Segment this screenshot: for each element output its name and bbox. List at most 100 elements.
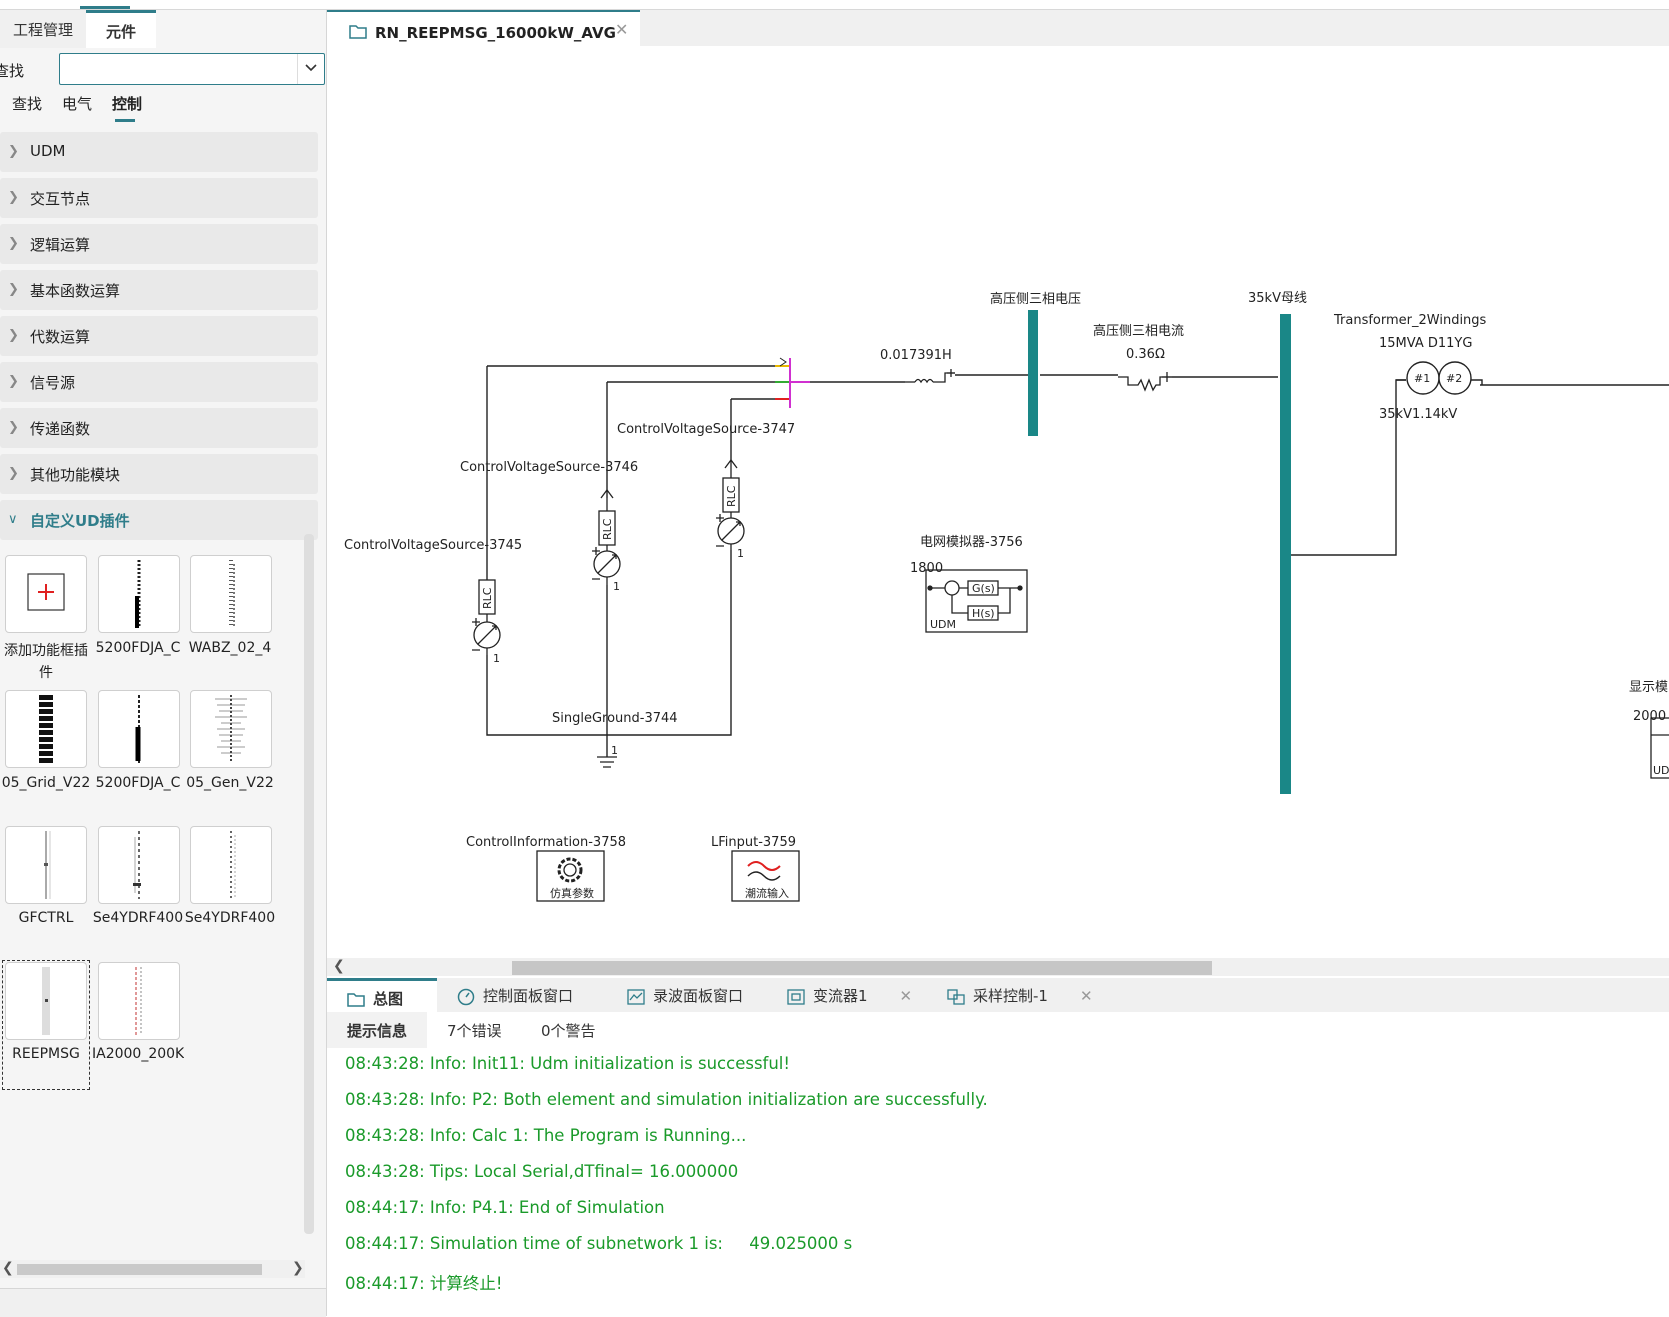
chevron-right-icon: ❯ xyxy=(8,328,19,343)
label-hv-voltage: 高压侧三相电压 xyxy=(990,291,1081,307)
search-dropdown-button[interactable] xyxy=(297,54,324,84)
plugin-tile-label: IA2000_200K xyxy=(92,1046,184,1062)
plugin-tile-add[interactable] xyxy=(5,555,87,633)
plugin-tile[interactable] xyxy=(98,826,180,904)
tab-info-messages[interactable]: 提示信息 xyxy=(327,1012,427,1048)
plugin-thumbnail-icon xyxy=(133,831,141,899)
category-tab-control[interactable]: 控制 xyxy=(112,95,143,113)
resistor xyxy=(1118,372,1172,392)
active-menu-indicator xyxy=(80,6,130,9)
plugin-tile[interactable] xyxy=(98,962,180,1040)
plugin-tile-label: 添加功能框插件 xyxy=(4,643,88,681)
plugin-tile[interactable] xyxy=(98,690,180,768)
plugin-thumbnail-icon xyxy=(36,695,56,763)
plugin-tile[interactable] xyxy=(190,826,272,904)
sampling-control-icon xyxy=(947,988,965,1005)
close-icon[interactable]: ✕ xyxy=(1079,987,1093,1005)
chevron-right-icon: ❯ xyxy=(8,236,19,251)
tab-project-management[interactable]: 工程管理 xyxy=(0,10,86,48)
display-block xyxy=(1650,717,1669,779)
label-grid-sim-value: 1800 xyxy=(910,561,943,576)
label-cvs-3745: ControlVoltageSource-3745 xyxy=(344,538,522,553)
category-logic-ops[interactable]: ❯逻辑运算 xyxy=(0,224,318,264)
plugin-tile-label: Se4YDRF400 xyxy=(184,910,276,926)
category-interaction-nodes[interactable]: ❯交互节点 xyxy=(0,178,318,218)
circuit-diagram: 高压侧三相电压 35kV母线 Transformer_2Windings 15M… xyxy=(344,291,1669,902)
folder-icon xyxy=(349,25,367,39)
category-other-modules[interactable]: ❯其他功能模块 xyxy=(0,454,318,494)
label-udm: UDM xyxy=(930,618,956,631)
menu-bar xyxy=(0,0,1669,10)
label-transformer: Transformer_2Windings xyxy=(1333,313,1487,328)
tab-overview[interactable]: 总图 xyxy=(327,978,437,1012)
label-udm-display: UDM xyxy=(1653,764,1669,777)
folder-icon xyxy=(347,993,365,1007)
tab-components[interactable]: 元件 xyxy=(86,10,156,48)
bottom-tab-bar: 总图 控制面板窗口 录波面板窗口 变流器1✕ 采样控制-1✕ xyxy=(327,978,1669,1013)
category-signal-sources[interactable]: ❯信号源 xyxy=(0,362,318,402)
document-tab-title: RN_REEPMSG_16000kW_AVG xyxy=(375,24,616,42)
control-voltage-source-3746 xyxy=(592,488,621,585)
plugin-tile-selected[interactable] xyxy=(5,962,87,1040)
canvas-horizontal-scrollbar[interactable]: ❮ xyxy=(327,958,1669,976)
scroll-left-arrow-icon[interactable]: ❮ xyxy=(333,958,345,974)
label-winding-2: #2 xyxy=(1446,372,1462,385)
vertical-scrollbar[interactable] xyxy=(304,534,314,1234)
category-basic-functions[interactable]: ❯基本函数运算 xyxy=(0,270,318,310)
log-line: 08:43:28: Info: P2: Both element and sim… xyxy=(345,1090,988,1109)
scroll-left-arrow-icon[interactable]: ❮ xyxy=(2,1260,14,1276)
log-line: 08:43:28: Tips: Local Serial,dTfinal= 16… xyxy=(345,1162,739,1181)
close-icon[interactable]: ✕ xyxy=(615,20,629,39)
label-pin: 1 xyxy=(493,652,500,665)
converter-icon xyxy=(787,988,805,1005)
category-tab-search[interactable]: 查找 xyxy=(12,95,43,113)
scrollbar-thumb[interactable] xyxy=(17,1264,262,1275)
tab-waveform-panel[interactable]: 录波面板窗口 xyxy=(607,978,743,1012)
label-hs: H(s) xyxy=(972,607,995,620)
scroll-right-arrow-icon[interactable]: ❯ xyxy=(292,1260,304,1276)
label-cvs-3747: ControlVoltageSource-3747 xyxy=(617,422,795,437)
plugin-tile[interactable] xyxy=(5,826,87,904)
horizontal-scrollbar[interactable]: ❮ ❯ xyxy=(0,1260,305,1278)
tab-sampling-control-1[interactable]: 采样控制-1✕ xyxy=(927,978,1093,1012)
label-pin: 1 xyxy=(737,547,744,560)
plugin-tile[interactable] xyxy=(190,555,272,633)
category-algebra[interactable]: ❯代数运算 xyxy=(0,316,318,356)
label-pin: 1 xyxy=(611,744,618,757)
document-tab[interactable]: RN_REEPMSG_16000kW_AVG ✕ xyxy=(327,10,640,50)
chevron-right-icon: ❯ xyxy=(8,282,19,297)
waveform-icon xyxy=(627,988,645,1005)
label-loadflow-input: 潮流输入 xyxy=(745,886,789,900)
close-icon[interactable]: ✕ xyxy=(899,987,913,1005)
log-line: 08:44:17: 计算终止! xyxy=(345,1274,503,1293)
label-lf-input: LFinput-3759 xyxy=(711,835,796,850)
component-panel: 工程管理 元件 查找 查找 电气 控制 ❯UDM ❯交互节点 ❯逻辑运算 ❯基本… xyxy=(0,10,327,1316)
category-tab-electrical[interactable]: 电气 xyxy=(62,95,93,113)
label-pin: 1 xyxy=(613,580,620,593)
tab-warnings[interactable]: 0个警告 xyxy=(541,1022,596,1040)
chevron-down-icon xyxy=(305,64,317,72)
tab-control-panel[interactable]: 控制面板窗口 xyxy=(437,978,573,1012)
category-udm[interactable]: ❯UDM xyxy=(0,132,318,172)
diagram-canvas[interactable]: 高压侧三相电压 35kV母线 Transformer_2Windings 15M… xyxy=(327,48,1669,958)
plugin-tile-label: 05_Grid_V22 xyxy=(1,775,91,791)
gauge-icon xyxy=(457,988,475,1005)
category-transfer-functions[interactable]: ❯传递函数 xyxy=(0,408,318,448)
lf-input-block xyxy=(731,850,800,902)
plugin-tile-label: WABZ_02_4 xyxy=(188,640,272,656)
plugin-tile-label: 5200FDJA_C xyxy=(95,640,181,656)
category-custom-ud-plugins[interactable]: ∨自定义UD插件 xyxy=(0,500,318,540)
label-ground: SingleGround-3744 xyxy=(552,711,678,726)
label-grid-simulator: 电网模拟器-3756 xyxy=(920,535,1023,550)
plugin-tile[interactable] xyxy=(5,690,87,768)
label-transformer-rating: 15MVA D11YG xyxy=(1379,336,1472,351)
tab-converter-1[interactable]: 变流器1✕ xyxy=(767,978,912,1012)
tab-errors[interactable]: 7个错误 xyxy=(447,1022,502,1040)
scrollbar-thumb[interactable] xyxy=(512,961,1212,975)
search-input[interactable] xyxy=(59,53,325,85)
log-line: 08:43:28: Info: Init11: Udm initializati… xyxy=(345,1054,791,1073)
message-tab-bar: 提示信息 7个错误 0个警告 xyxy=(327,1012,1669,1048)
plugin-tile[interactable] xyxy=(98,555,180,633)
plugin-tile[interactable] xyxy=(190,690,272,768)
plugin-thumbnail-icon xyxy=(44,831,51,899)
